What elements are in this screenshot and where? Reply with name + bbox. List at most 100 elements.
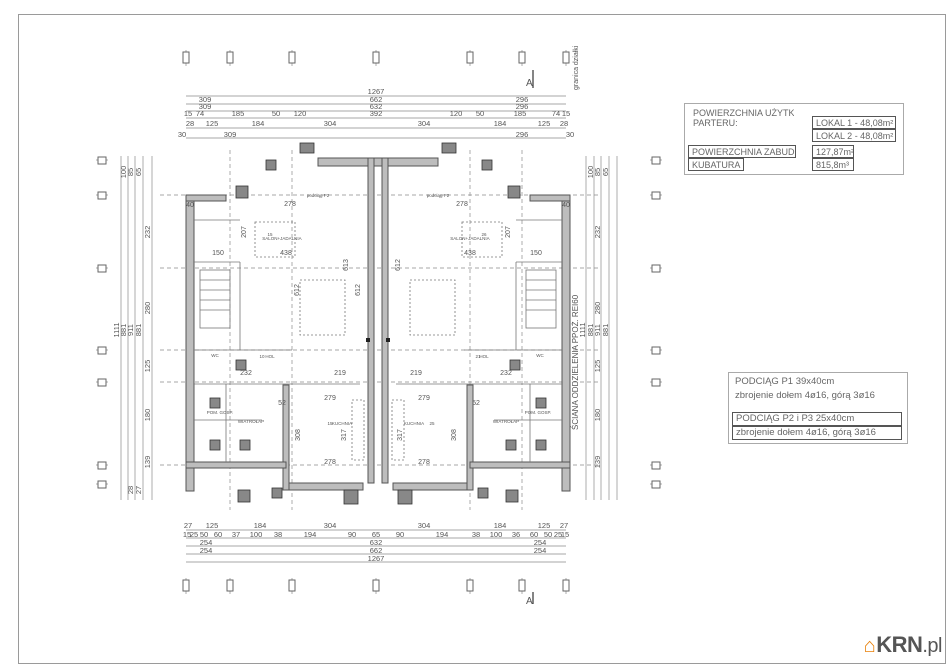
dim-bottom: 304: [324, 521, 337, 530]
dim-bottom: 304: [418, 521, 431, 530]
room-label: 15: [267, 232, 273, 237]
area-header-line1: POWIERZCHNIA UŻYTKOWA: [693, 108, 794, 118]
lokal2-cell: LOKAL 2 - 48,08m²: [812, 129, 896, 142]
room-label: POM. GOSP.: [207, 410, 233, 415]
dim-bottom: 60: [214, 530, 222, 539]
krn-logo: ⌂KRN.pl: [864, 632, 943, 658]
room-label: 15: [327, 421, 333, 426]
room-label: 21: [475, 354, 481, 359]
dim-side: 232: [143, 226, 152, 239]
dim-top: 28: [560, 119, 568, 128]
dim-bottom: 194: [304, 530, 317, 539]
beam-table: PODCIĄG P1 39x40cm zbrojenie dołem 4ø16,…: [728, 372, 908, 444]
room-label: WIATROŁAP: [493, 419, 519, 424]
dim-inner: 232: [500, 370, 512, 377]
room-label: podciąg P2: [427, 193, 450, 198]
dim-side: 180: [143, 409, 152, 422]
dim-bottom: 38: [274, 530, 282, 539]
dim-inner: 438: [280, 250, 292, 257]
dim-inner: 278: [418, 459, 430, 466]
dim-inner: 317: [397, 429, 404, 441]
dim-bottom: 662: [370, 546, 383, 555]
beam-table-outer: [728, 372, 908, 444]
dim-bottom: 36: [512, 530, 520, 539]
beam-p1-title: PODCIĄG P1 39x40cm: [735, 376, 835, 387]
dim-bottom: 50: [200, 530, 208, 539]
dim-top-total: 1267: [368, 87, 385, 96]
dim-bottom: 254: [200, 546, 213, 555]
dim-side: 85: [126, 168, 135, 176]
dim-top: 50: [272, 109, 280, 118]
dim-inner: 438: [464, 250, 476, 257]
dim-side: 180: [593, 409, 602, 422]
dim-side: 125: [593, 360, 602, 373]
dim-inner: 150: [212, 250, 224, 257]
dim-top: 74: [196, 109, 204, 118]
dim-bottom: 90: [396, 530, 404, 539]
dim-bottom: 254: [200, 538, 213, 547]
dim-bottom: 100: [250, 530, 263, 539]
dim-bottom: 632: [370, 538, 383, 547]
zabudowa-value: 127,87m²: [812, 145, 854, 158]
dim-top: 50: [476, 109, 484, 118]
dim-top: 392: [370, 109, 383, 118]
dim-top: 30: [566, 130, 574, 139]
dim-inner: 612: [294, 284, 301, 296]
dim-side: 65: [601, 168, 610, 176]
section-mark-bottom: A: [526, 596, 533, 607]
beam-p1-rebar: zbrojenie dołem 4ø16, górą 3ø16: [735, 390, 875, 401]
area-table: POWIERZCHNIA UŻYTKOWA PARTERU: LOKAL 1 -…: [684, 103, 904, 175]
dim-top: 184: [252, 119, 265, 128]
dim-bottom: 37: [232, 530, 240, 539]
room-label: WIATROŁAP: [238, 419, 264, 424]
dim-bottom: 90: [348, 530, 356, 539]
dim-inner: 219: [410, 370, 422, 377]
dim-bottom: 125: [206, 521, 219, 530]
room-label: podciąg P2: [307, 193, 330, 198]
dim-side: 65: [134, 168, 143, 176]
dim-bottom: 25: [554, 530, 562, 539]
area-table-outer: [684, 103, 904, 175]
room-label: KUCHNIA: [404, 421, 424, 426]
dim-top: 296: [516, 130, 529, 139]
room-label: SALON+JADALNIA: [450, 236, 489, 241]
logo-suffix: .pl: [922, 635, 942, 657]
dim-bottom: 254: [534, 546, 547, 555]
plot-boundary-label: granica działki: [573, 45, 580, 90]
dim-top: 309: [199, 102, 212, 111]
dim-top: 120: [450, 109, 463, 118]
dim-side: 139: [143, 456, 152, 469]
dim-side: 100: [119, 166, 128, 179]
dim-bottom: 100: [490, 530, 503, 539]
area-header: POWIERZCHNIA UŻYTKOWA PARTERU:: [690, 107, 794, 131]
room-label: POM. GOSP.: [525, 410, 551, 415]
section-mark-top: A: [526, 78, 533, 89]
dim-inner: 279: [418, 395, 430, 402]
dim-bottom-total: 1267: [368, 554, 385, 563]
dim-inner: 279: [324, 395, 336, 402]
dim-bottom: 194: [436, 530, 449, 539]
dim-top: 304: [418, 119, 431, 128]
dim-inner: 219: [334, 370, 346, 377]
dim-top: 309: [199, 95, 212, 104]
dim-top: 125: [538, 119, 551, 128]
dim-bottom: 125: [538, 521, 551, 530]
dim-inner: 278: [324, 459, 336, 466]
dim-side: 27: [134, 486, 143, 494]
dim-top: 28: [186, 119, 194, 128]
dim-side: 232: [593, 226, 602, 239]
room-label: 10: [259, 354, 265, 359]
room-label: 25: [429, 421, 435, 426]
dim-side: 881: [601, 324, 610, 337]
logo-text: KRN: [876, 632, 923, 657]
fire-wall-label: ŚCIANA ODDZIELENIA PPOŻ. REI60: [571, 294, 580, 430]
dim-inner: 278: [284, 201, 296, 208]
dim-bottom: 25: [190, 530, 198, 539]
dim-inner: 612: [355, 284, 362, 296]
dim-top: 185: [232, 109, 245, 118]
dim-bottom: 38: [472, 530, 480, 539]
dim-top: 15: [184, 109, 192, 118]
dim-inner: 52: [472, 400, 480, 407]
dim-side: 125: [143, 360, 152, 373]
